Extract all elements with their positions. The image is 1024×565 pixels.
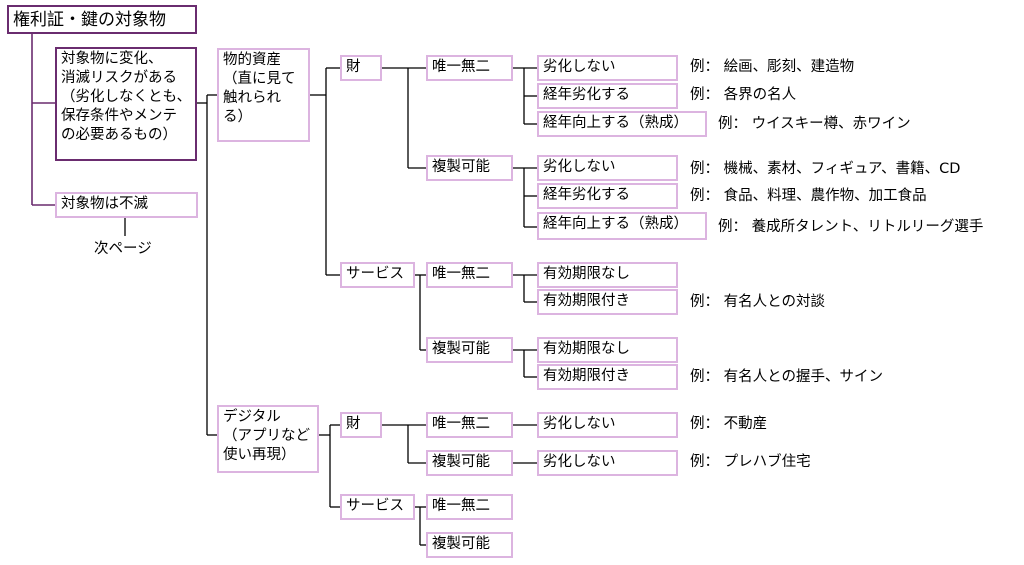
- phys-goods-copy-box: 複製可能: [426, 155, 513, 181]
- dig-goods-copy-box: 複製可能: [426, 450, 513, 476]
- example-talk: 例： 有名人との対談: [690, 294, 825, 310]
- leaf-copy-no-degrade: 劣化しない: [537, 155, 678, 181]
- physical-goods-box: 財: [340, 55, 382, 81]
- leaf-unique-improve: 経年向上する（熟成）: [537, 111, 707, 137]
- example-masters: 例： 各界の名人: [690, 87, 797, 103]
- leaf-service-unique-no-expiry: 有効期限なし: [537, 262, 678, 288]
- dig-service-unique-box: 唯一無二: [426, 494, 513, 520]
- example-realestate: 例： 不動産: [690, 416, 768, 432]
- leaf-dig-unique-no-degrade: 劣化しない: [537, 412, 678, 438]
- example-machines: 例： 機械、素材、フィギュア、書籍、CD: [690, 161, 961, 177]
- leaf-service-copy-expiry: 有効期限付き: [537, 364, 678, 390]
- phys-service-unique-box: 唯一無二: [426, 262, 513, 288]
- leaf-dig-copy-no-degrade: 劣化しない: [537, 450, 678, 476]
- leaf-service-copy-no-expiry: 有効期限なし: [537, 337, 678, 363]
- digital-box: デジタル （アプリなど 使い再現）: [217, 405, 319, 473]
- leaf-unique-degrade: 経年劣化する: [537, 83, 678, 109]
- perishable-box: 対象物に変化、 消滅リスクがある （劣化しなくとも、 保存条件やメンテ の必要あ…: [55, 47, 197, 161]
- phys-service-copy-box: 複製可能: [426, 337, 513, 363]
- example-prefab: 例： プレハブ住宅: [690, 454, 811, 470]
- digital-service-box: サービス: [340, 494, 415, 520]
- example-handshake: 例： 有名人との握手、サイン: [690, 369, 883, 385]
- physical-asset-box: 物的資産 （直に見て 触れられ る）: [217, 48, 310, 142]
- example-food: 例： 食品、料理、農作物、加工食品: [690, 188, 927, 204]
- phys-goods-unique-box: 唯一無二: [426, 55, 513, 81]
- physical-service-box: サービス: [340, 262, 415, 288]
- example-art: 例： 絵画、彫刻、建造物: [690, 59, 855, 75]
- dig-goods-unique-box: 唯一無二: [426, 412, 513, 438]
- example-whisky: 例： ウイスキー樽、赤ワイン: [718, 116, 911, 132]
- dig-service-copy-box: 複製可能: [426, 532, 513, 558]
- example-talent: 例： 養成所タレント、リトルリーグ選手: [718, 219, 984, 235]
- leaf-copy-degrade: 経年劣化する: [537, 183, 678, 209]
- leaf-unique-no-degrade: 劣化しない: [537, 55, 678, 81]
- imperishable-box: 対象物は不滅: [55, 192, 198, 218]
- diagram-title: 権利証・鍵の対象物: [7, 5, 197, 34]
- leaf-copy-improve: 経年向上する（熟成）: [537, 212, 707, 240]
- leaf-service-unique-expiry: 有効期限付き: [537, 289, 678, 315]
- next-page-label: 次ページ: [94, 241, 152, 257]
- digital-goods-box: 財: [340, 412, 382, 438]
